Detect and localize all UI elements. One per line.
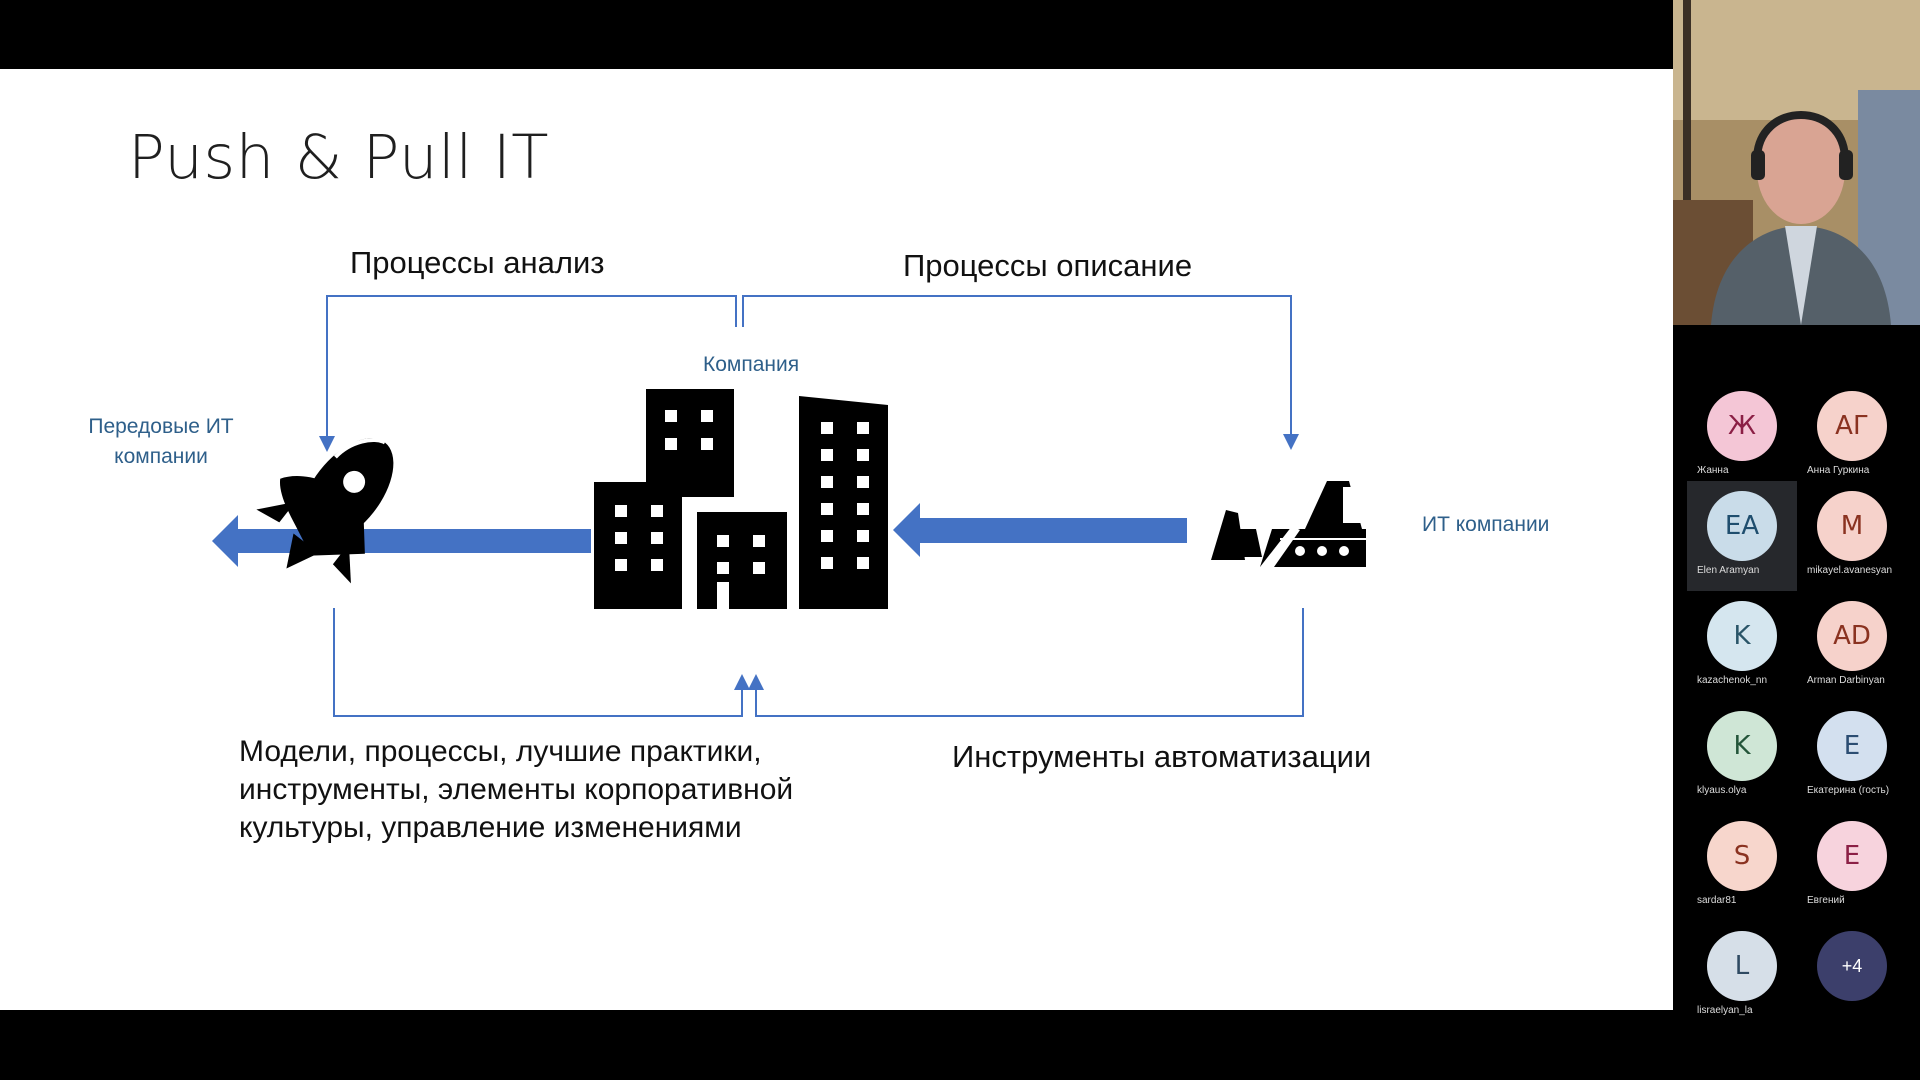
speaker-video-frame <box>1673 0 1920 325</box>
participant-avatar: E <box>1817 821 1887 891</box>
participant-avatar: E <box>1817 711 1887 781</box>
city-buildings-icon <box>594 389 888 609</box>
participant-name: Екатерина (гость) <box>1807 785 1890 796</box>
participant-name: Евгений <box>1807 895 1845 906</box>
bottom-connector-left <box>333 608 750 717</box>
participant-name: mikayel.avanesyan <box>1807 565 1893 576</box>
participant-tile[interactable]: AD Arman Darbinyan <box>1797 591 1907 701</box>
participant-avatar: АГ <box>1817 391 1887 461</box>
participant-avatar: EA <box>1707 491 1777 561</box>
participant-tile[interactable]: K kazachenok_nn <box>1687 591 1797 701</box>
speaker-video[interactable] <box>1673 0 1920 325</box>
participant-avatar: M <box>1817 491 1887 561</box>
pull-arrow <box>893 503 1187 557</box>
participant-name: sardar81 <box>1697 895 1737 906</box>
participant-name: klyaus.olya <box>1697 785 1747 796</box>
participant-tile[interactable]: Ж Жанна <box>1687 381 1797 491</box>
participant-tile[interactable]: L lisraelyan_la <box>1687 921 1797 1031</box>
participant-name: lisraelyan_la <box>1697 1005 1753 1016</box>
participant-tile[interactable]: E Евгений <box>1797 811 1907 921</box>
bottom-connector-right <box>748 608 1304 717</box>
more-participants-count: +4 <box>1817 931 1887 1001</box>
more-participants-button[interactable]: +4 <box>1797 921 1907 1031</box>
push-pull-diagram <box>212 295 1366 717</box>
participant-avatar: AD <box>1817 601 1887 671</box>
processes-analysis-label: Процессы анализ <box>350 245 605 280</box>
push-arrow <box>212 515 591 567</box>
automation-tools-label: Инструменты автоматизации <box>952 739 1372 774</box>
participant-name: Анна Гуркина <box>1807 465 1870 476</box>
participant-tile[interactable]: K klyaus.olya <box>1687 701 1797 811</box>
participant-tile[interactable]: S sardar81 <box>1687 811 1797 921</box>
participant-avatar: Ж <box>1707 391 1777 461</box>
participant-name: Arman Darbinyan <box>1807 675 1885 686</box>
rocket-icon <box>256 438 394 584</box>
participant-name: Жанна <box>1697 465 1729 476</box>
meeting-side-panel: Ж Жанна АГ Анна Гуркина EA Elen Aramyan … <box>1673 0 1920 1080</box>
top-connector-left <box>319 295 737 452</box>
participant-tile[interactable]: АГ Анна Гуркина <box>1797 381 1907 491</box>
models-practices-label: Модели, процессы, лучшие практики, инстр… <box>239 735 794 844</box>
participant-avatar: K <box>1707 601 1777 671</box>
it-companies-label: ИТ компании <box>1422 513 1550 536</box>
participant-tile-active[interactable]: EA Elen Aramyan <box>1687 481 1797 591</box>
participant-avatar: S <box>1707 821 1777 891</box>
participant-tile[interactable]: M mikayel.avanesyan <box>1797 481 1907 591</box>
bulldozer-icon <box>1211 481 1366 567</box>
participant-name: kazachenok_nn <box>1697 675 1768 686</box>
participant-avatar: K <box>1707 711 1777 781</box>
participant-name: Elen Aramyan <box>1697 565 1760 576</box>
leading-it-companies-label: Передовые ИТ компании <box>88 415 234 468</box>
participant-tile[interactable]: E Екатерина (гость) <box>1797 701 1907 811</box>
participant-avatar: L <box>1707 931 1777 1001</box>
slide-title: Push & Pull IT <box>128 122 550 193</box>
presentation-slide: Push & Pull IT <box>0 69 1673 1010</box>
company-label: Компания <box>703 353 800 376</box>
processes-description-label: Процессы описание <box>903 248 1193 283</box>
top-connector-right <box>742 295 1299 450</box>
